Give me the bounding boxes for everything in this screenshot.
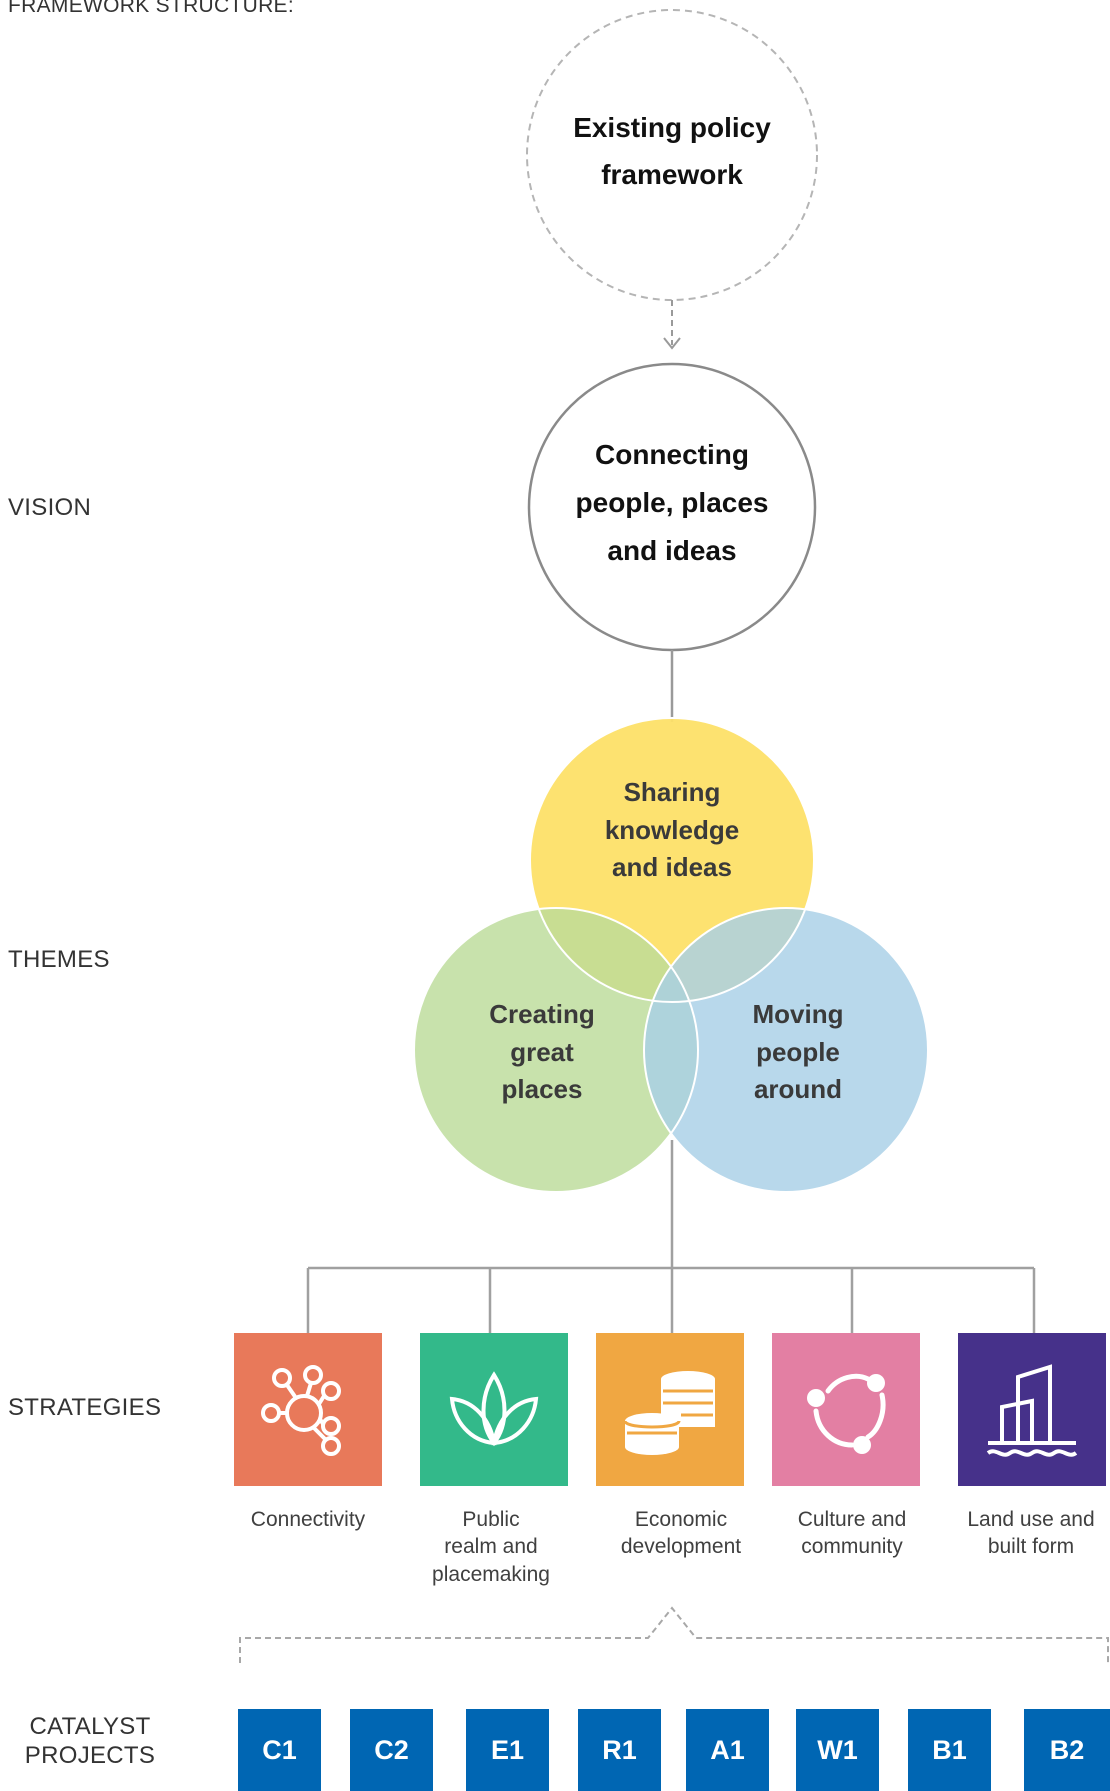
strategy-tile-economic xyxy=(596,1333,744,1486)
strategy-label-land-use: Land use and built form xyxy=(953,1506,1109,1561)
policy-arrow-head xyxy=(663,337,681,350)
strategy-label-public-realm: Public realm and placemaking xyxy=(411,1506,571,1588)
strategy-public-line1: Public xyxy=(462,1508,520,1531)
project-b1: B1 xyxy=(908,1709,991,1791)
strategy-tile-land-use xyxy=(958,1333,1106,1486)
theme-circle-creating xyxy=(414,908,698,1192)
strategy-public-line2: realm and xyxy=(444,1535,538,1559)
theme-sharing-line1: Sharing xyxy=(623,777,721,807)
theme-sharing-line2: knowledge xyxy=(604,814,740,845)
theme-text-sharing: Sharing knowledge and ideas xyxy=(572,774,772,887)
theme-moving-line1: Moving xyxy=(752,999,844,1029)
project-c2: C2 xyxy=(350,1709,433,1791)
row-label-vision: VISION xyxy=(8,494,92,521)
strategy-tile-culture xyxy=(772,1333,920,1486)
strategy-tile-connectivity xyxy=(234,1333,382,1486)
policy-line2: framework xyxy=(601,159,743,191)
strategy-public-line3: placemaking xyxy=(432,1562,550,1586)
policy-text: Existing policy framework xyxy=(552,104,792,198)
row-label-strategies: STRATEGIES xyxy=(8,1394,162,1421)
coins-icon xyxy=(623,1371,715,1455)
strategy-label-culture: Culture and community xyxy=(772,1506,932,1561)
theme-creating-line2: great xyxy=(510,1036,574,1067)
row-label-catalyst-line2: PROJECTS xyxy=(24,1741,156,1769)
project-e1: E1 xyxy=(466,1709,549,1791)
vision-line3: and ideas xyxy=(607,535,737,567)
strategy-land-line1: Land use and xyxy=(967,1508,1095,1531)
project-a1: A1 xyxy=(686,1709,769,1791)
strategy-tile-public-realm xyxy=(420,1333,568,1486)
policy-line1: Existing policy xyxy=(573,112,771,143)
strategy-culture-line1: Culture and xyxy=(797,1508,907,1531)
theme-outline-sharing xyxy=(529,717,815,1003)
strategy-label-economic: Economic development xyxy=(601,1506,761,1561)
strategy-connectivity-line1: Connectivity xyxy=(250,1508,366,1531)
policy-circle xyxy=(526,9,818,301)
row-label-themes: THEMES xyxy=(8,946,110,973)
theme-text-creating: Creating great places xyxy=(442,996,642,1109)
project-c1: C1 xyxy=(238,1709,321,1791)
theme-creating-line3: places xyxy=(501,1074,583,1105)
catalyst-bracket xyxy=(239,1606,1109,1663)
network-icon xyxy=(261,1365,341,1456)
theme-creating-line1: Creating xyxy=(489,999,595,1029)
themes-venn xyxy=(413,717,929,1193)
vision-line1: Connecting xyxy=(595,439,749,470)
building-icon xyxy=(986,1364,1078,1457)
strategy-economic-line2: development xyxy=(620,1535,742,1559)
strategy-economic-line1: Economic xyxy=(634,1508,728,1531)
theme-circle-moving xyxy=(644,908,928,1192)
vision-text: Connecting people, places and ideas xyxy=(542,431,802,575)
row-label-catalyst: CATALYST PROJECTS xyxy=(10,1713,170,1771)
project-w1: W1 xyxy=(796,1709,879,1791)
leaf-icon xyxy=(449,1371,539,1447)
theme-outline-creating xyxy=(413,907,699,1193)
project-b2: B2 xyxy=(1024,1709,1110,1791)
page-title: FRAMEWORK STRUCTURE: xyxy=(8,0,294,17)
project-r1: R1 xyxy=(578,1709,661,1791)
row-label-catalyst-line1: CATALYST xyxy=(29,1713,151,1740)
strategy-culture-line2: community xyxy=(801,1535,903,1559)
community-icon xyxy=(807,1373,886,1454)
theme-sharing-line3: and ideas xyxy=(612,852,732,883)
strategy-land-line2: built form xyxy=(987,1535,1075,1559)
strategy-label-connectivity: Connectivity xyxy=(228,1506,388,1533)
theme-text-moving: Moving people around xyxy=(698,996,898,1109)
theme-moving-line3: around xyxy=(753,1074,843,1105)
theme-moving-line2: people xyxy=(756,1036,840,1067)
theme-outline-moving xyxy=(643,907,929,1193)
vision-line2: people, places xyxy=(575,487,769,519)
